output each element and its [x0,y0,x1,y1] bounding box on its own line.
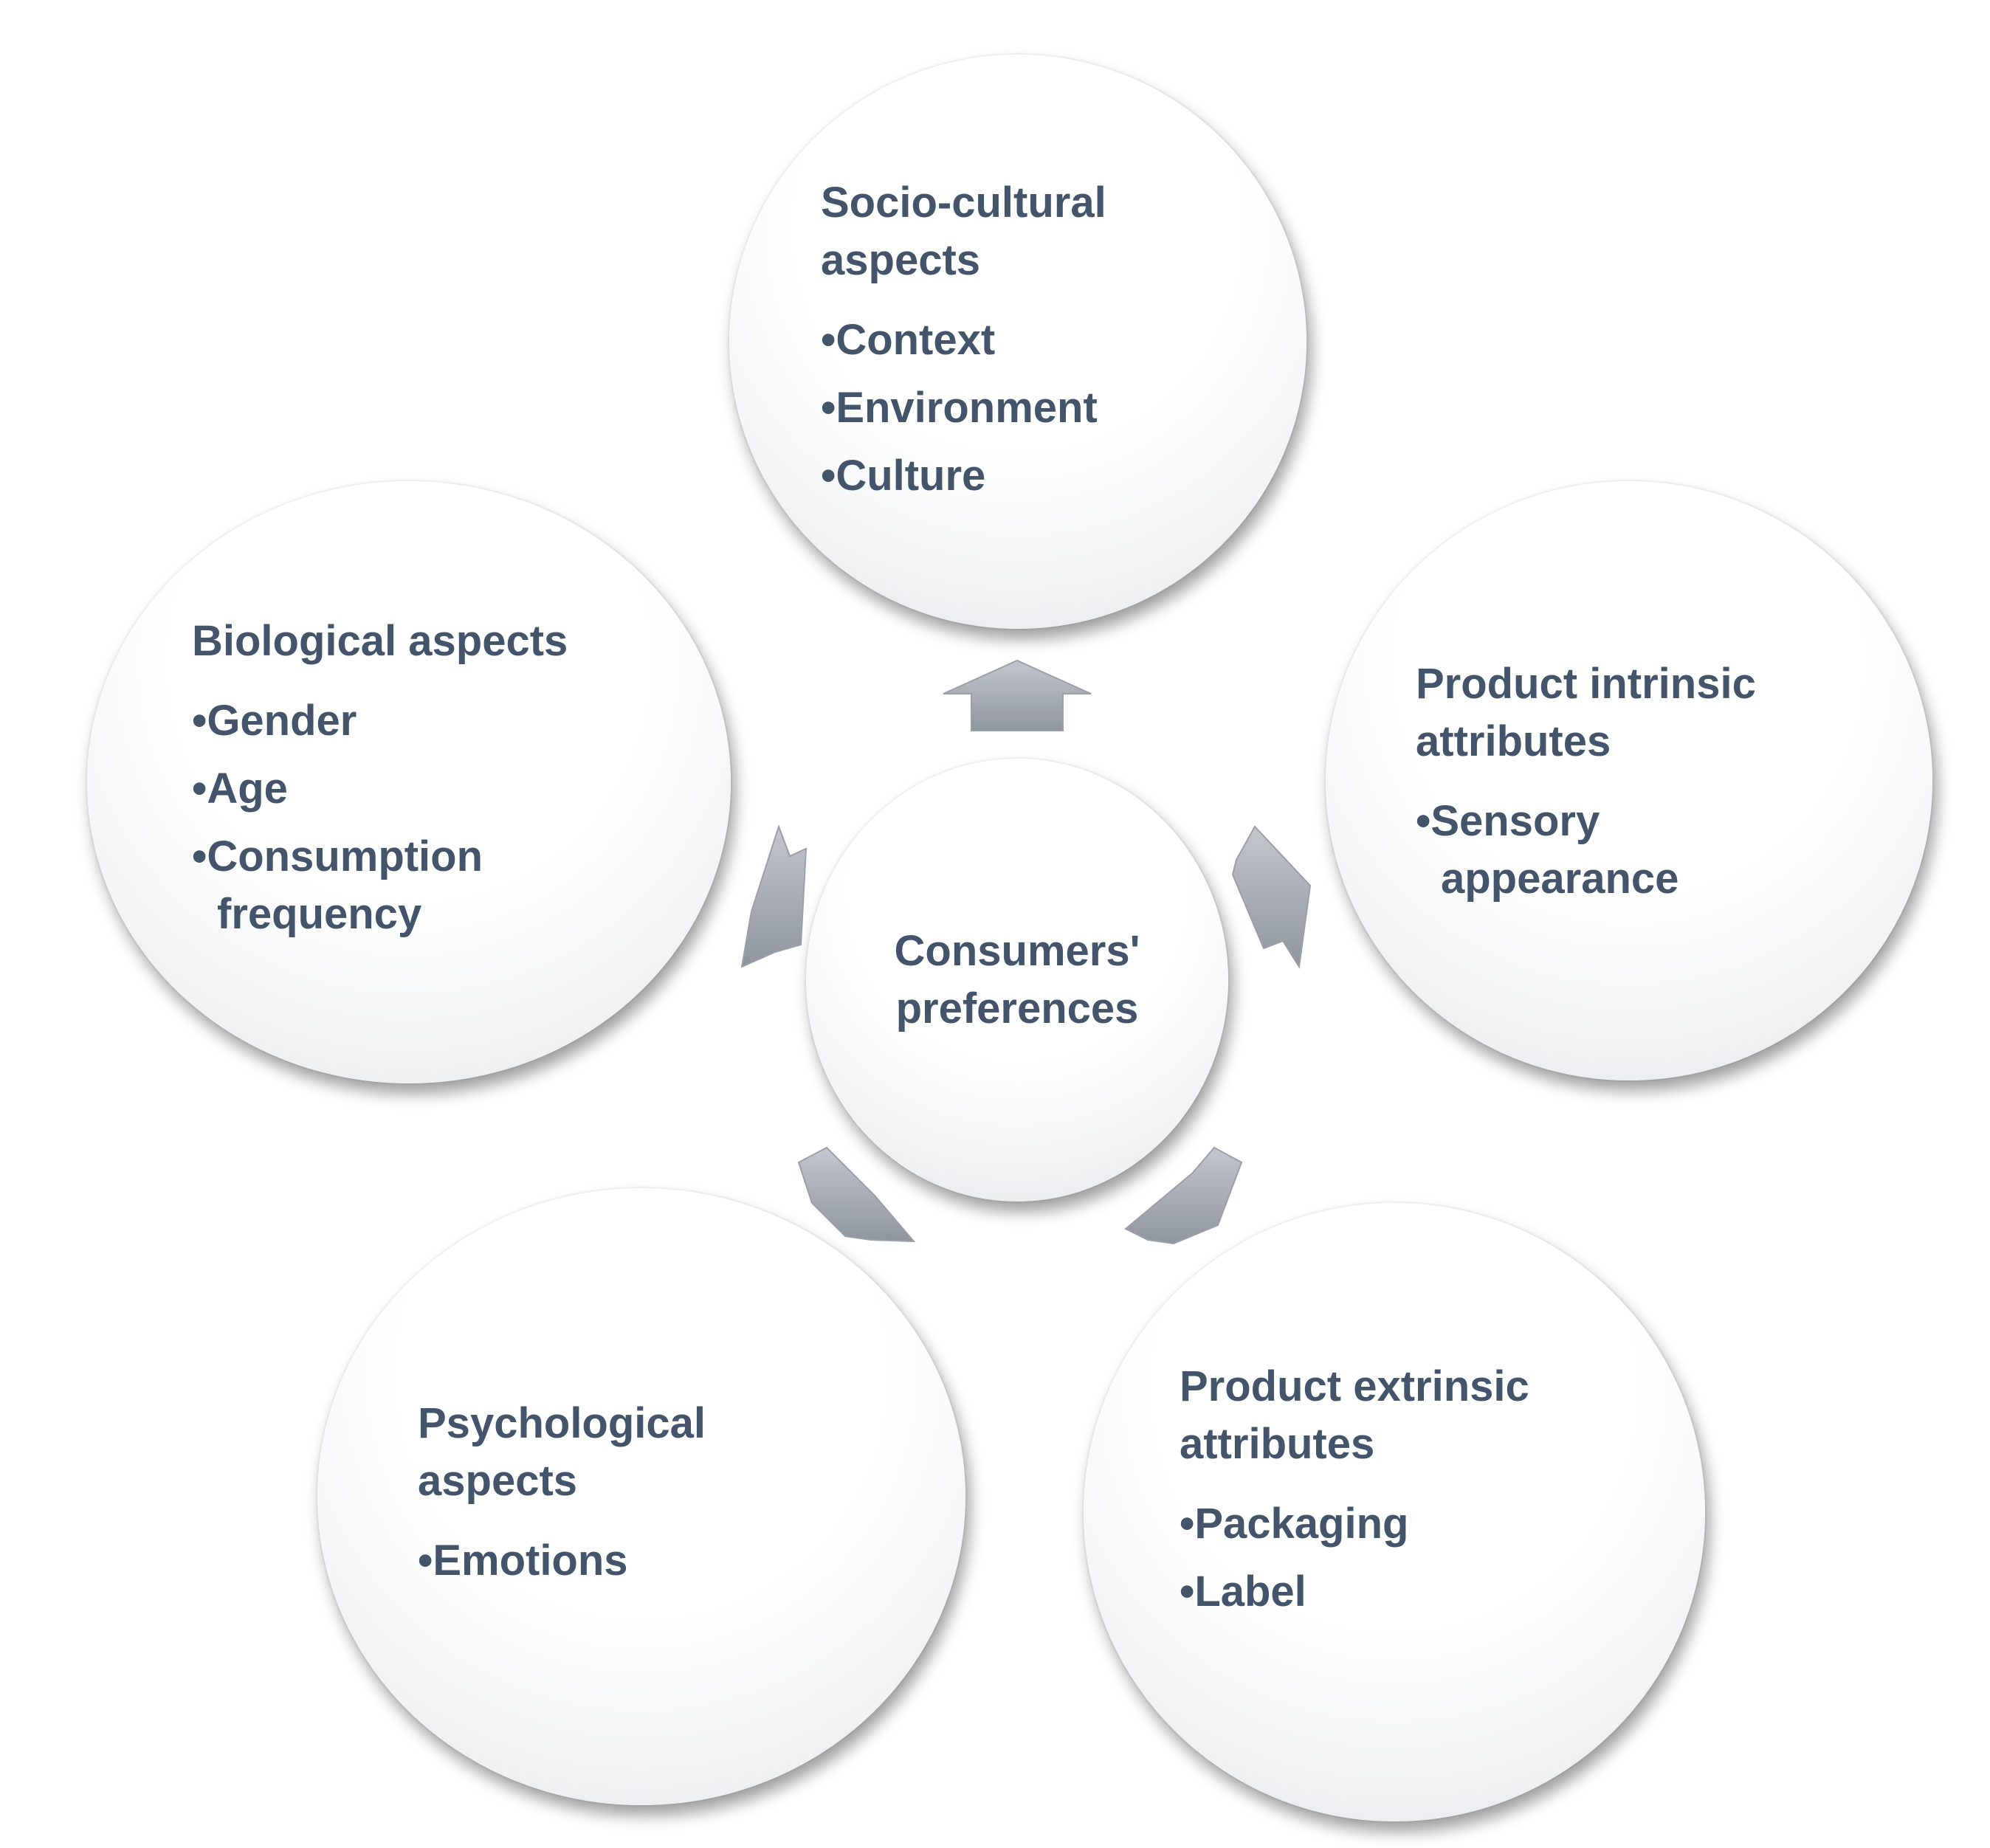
arrow-to-psychological [797,1146,916,1243]
node-heading: Product intrinsic attributes [1416,660,1756,765]
arrow-to-product-intrinsic [1231,825,1312,969]
list-item: Culture [821,447,1106,505]
node-product-extrinsic-attributes: Product extrinsic attributes Packaging L… [1084,1203,1705,1821]
center-node-consumers-preferences: Consumers' preferences [806,759,1228,1201]
list-item: Emotions [418,1532,706,1590]
node-product-intrinsic-attributes: Product intrinsic attributes Sensory app… [1326,481,1932,1080]
list-item: Age [192,760,568,818]
arrow-up-to-socio-cultural [943,659,1092,731]
node-heading: Biological aspects [192,617,568,665]
center-node-label: Consumers' preferences [894,927,1140,1032]
node-heading: Socio-cultural aspects [821,179,1106,284]
list-item: Environment [821,379,1106,437]
list-item: Consumption frequency [192,828,568,943]
list-item: Context [821,311,1106,369]
arrow-to-product-extrinsic [1124,1146,1243,1245]
list-item: Gender [192,692,568,750]
arrow-to-biological [740,824,808,968]
node-heading: Psychological aspects [418,1399,706,1505]
list-item: Sensory appearance [1416,793,1756,908]
node-psychological-aspects: Psychological aspects Emotions [317,1188,965,1805]
node-heading: Product extrinsic attributes [1180,1362,1529,1468]
node-biological-aspects: Biological aspects Gender Age Consumptio… [87,481,731,1083]
list-item: Packaging [1180,1495,1529,1553]
node-socio-cultural-aspects: Socio-cultural aspects Context Environme… [729,55,1306,629]
list-item: Label [1180,1563,1529,1621]
